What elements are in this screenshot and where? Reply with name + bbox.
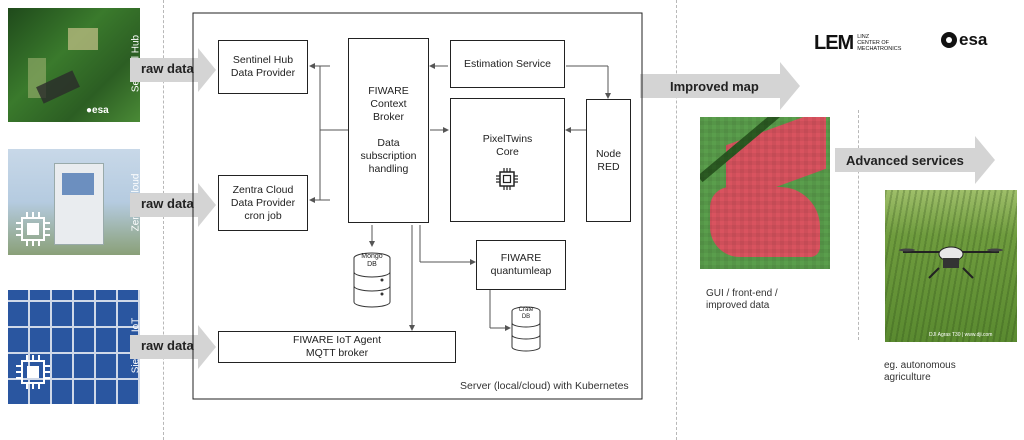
fiware-context-broker: FIWARE Context Broker Data subscription … [348, 38, 429, 223]
zentra-cloud-image: Zentra Cloud [8, 149, 140, 255]
advanced-services-arrow [835, 136, 995, 184]
raw-data-arrow-3 [130, 325, 216, 369]
esa-logo-icon [941, 32, 957, 48]
raw-data-arrow-2 [130, 183, 216, 227]
separator-left [163, 0, 164, 440]
lcm-logo-text: LINZ CENTER OF MECHATRONICS [857, 34, 902, 52]
improved-map-label: Improved map [670, 79, 759, 94]
crate-db: Crate DB [510, 305, 542, 353]
separator-right [676, 0, 677, 440]
esa-logo-icon: ● [86, 105, 93, 116]
raw-data-label-1: raw data [141, 61, 194, 76]
mongo-db-label: Mongo DB [361, 253, 383, 268]
database-icon [511, 306, 541, 352]
sentinel-hub-data-provider: Sentinel Hub Data Provider [218, 40, 308, 94]
chip-icon [16, 355, 50, 389]
mongo-db: Mongo DB [352, 250, 392, 310]
drone-image: DJI Agras T30 | www.dji.com [885, 190, 1017, 342]
gui-caption: GUI / front-end / improved data [706, 288, 778, 311]
sentinel-hub-image: ●esa Sentinel Hub [8, 8, 140, 122]
zentra-cloud-data-provider: Zentra Cloud Data Provider cron job [218, 175, 308, 231]
drone-icon [899, 246, 1003, 279]
drone-credit: DJI Agras T30 | www.dji.com [929, 332, 993, 338]
estimation-service: Estimation Service [450, 40, 565, 88]
siegi-pv-image: Siegi PV IoT [8, 290, 140, 404]
esa-logo-small: ●esa [86, 105, 109, 116]
node-red: Node RED [586, 99, 631, 222]
database-icon [353, 252, 391, 308]
crate-db-label: Crate DB [518, 307, 534, 320]
chip-icon [16, 212, 50, 246]
raw-data-label-2: raw data [141, 196, 194, 211]
fiware-quantumleap: FIWARE quantumleap [476, 240, 566, 290]
server-frame [192, 12, 643, 400]
raw-data-label-3: raw data [141, 338, 194, 353]
fiware-iot-agent: FIWARE IoT Agent MQTT broker [218, 331, 456, 363]
raw-data-arrow-1 [130, 48, 216, 92]
esa-logo: esa [940, 30, 987, 50]
improved-map-arrow [640, 62, 800, 110]
lcm-logo: LEM LINZ CENTER OF MECHATRONICS [814, 32, 901, 54]
pixeltwins-core: PixelTwins Core [450, 98, 565, 222]
separator-far-right [858, 110, 859, 340]
lcm-logo-mark: LEM [814, 31, 854, 54]
server-label: Server (local/cloud) with Kubernetes [460, 380, 629, 392]
advanced-services-label: Advanced services [846, 153, 964, 168]
improved-map-image [700, 117, 830, 269]
processor-icon [496, 168, 519, 190]
agri-caption: eg. autonomous agriculture [884, 360, 956, 383]
